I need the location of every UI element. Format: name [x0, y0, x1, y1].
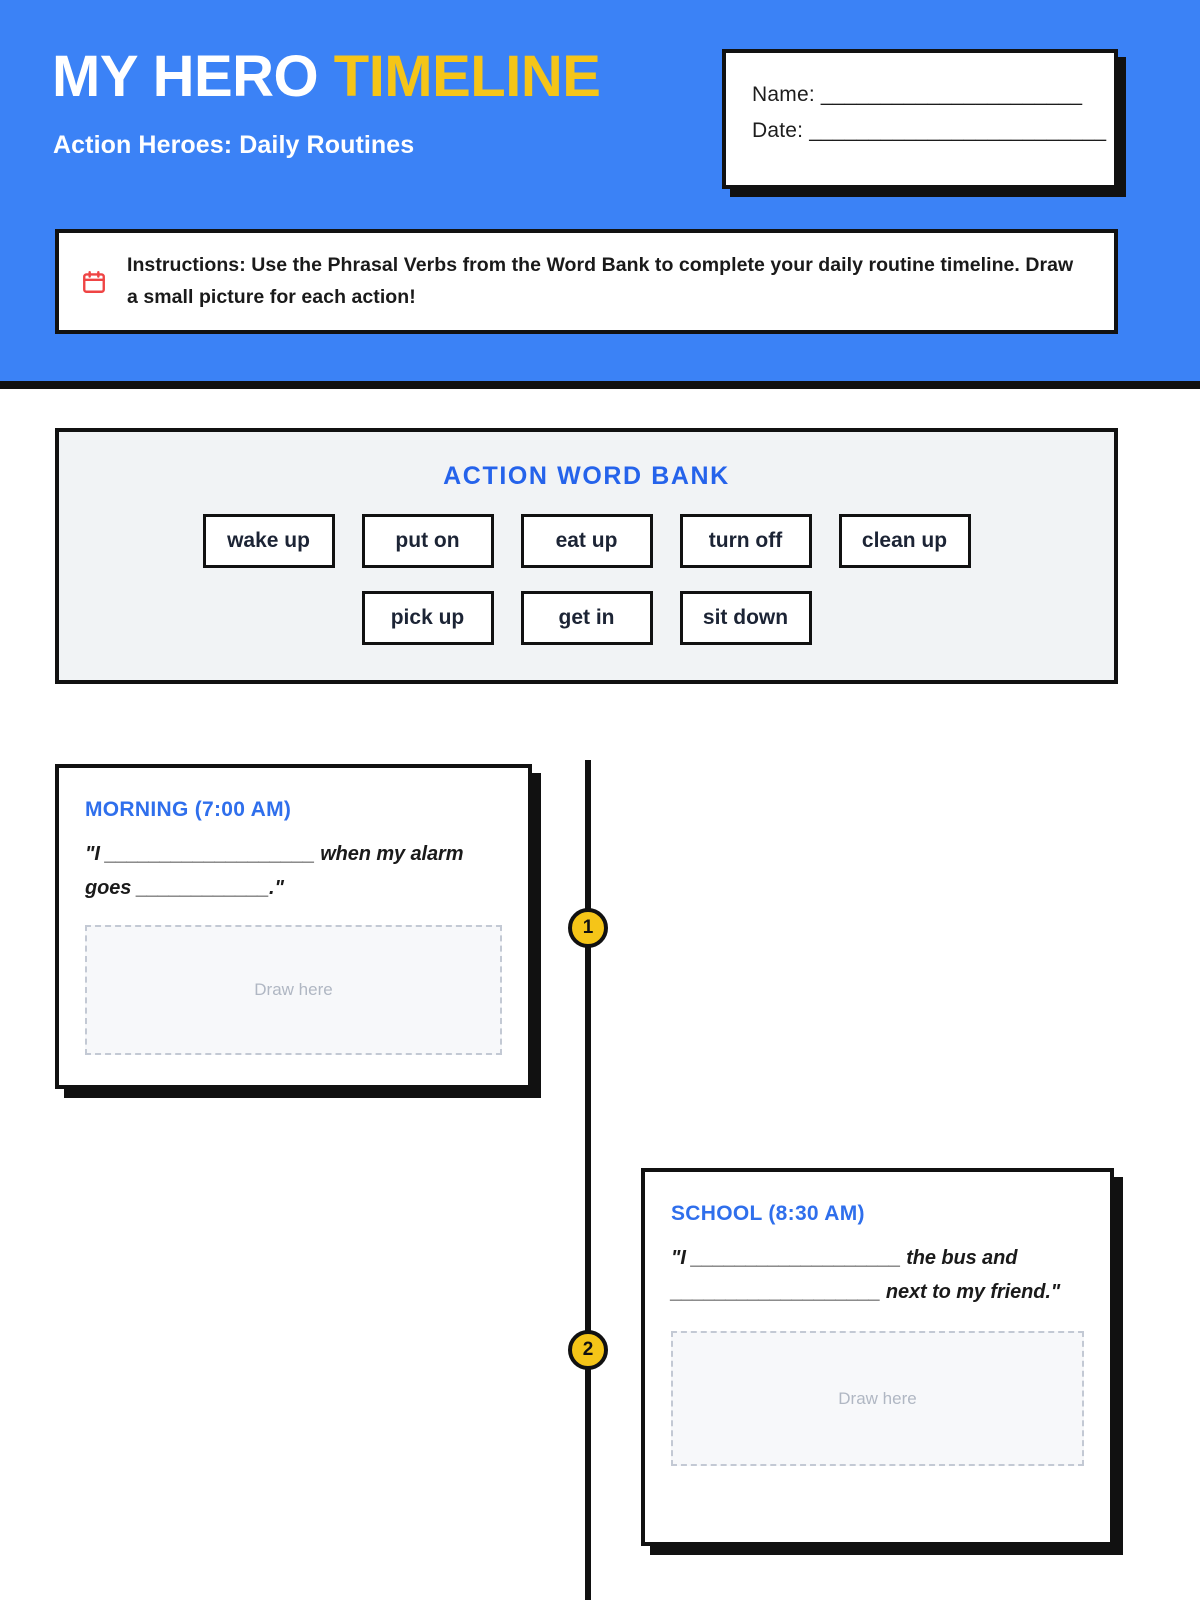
page-subtitle: Action Heroes: Daily Routines	[53, 131, 415, 159]
word-chip[interactable]: eat up	[520, 514, 653, 568]
word-chip[interactable]: sit down	[679, 591, 812, 645]
page-header: MY HERO TIMELINE Action Heroes: Daily Ro…	[0, 0, 1200, 389]
word-bank-title: ACTION WORD BANK	[443, 462, 730, 490]
word-chip[interactable]: clean up	[838, 514, 971, 568]
word-bank-chip-rows: wake up put on eat up turn off clean up …	[59, 514, 1114, 645]
calendar-icon	[83, 270, 105, 293]
draw-area-placeholder: Draw here	[254, 980, 333, 1000]
timeline-marker-1: 1	[568, 908, 608, 948]
word-chip[interactable]: turn off	[679, 514, 812, 568]
instructions-text: Instructions: Use the Phrasal Verbs from…	[127, 253, 1074, 308]
draw-area-placeholder: Draw here	[838, 1388, 917, 1408]
timeline-marker-2: 2	[568, 1330, 608, 1370]
card-title: MORNING (7:00 AM)	[85, 798, 292, 821]
word-chip[interactable]: pick up	[361, 591, 494, 645]
word-chip[interactable]: get in	[520, 591, 653, 645]
timeline-card-morning: MORNING (7:00 AM) "I ___________________…	[55, 764, 541, 1098]
word-bank-panel: ACTION WORD BANK wake up put on eat up t…	[55, 428, 1118, 684]
draw-area[interactable]: Draw here	[85, 925, 502, 1056]
word-chip[interactable]: wake up	[202, 514, 335, 568]
date-field[interactable]: Date: _________________________	[752, 119, 1107, 142]
card-sentence[interactable]: "I ___________________ the bus and _____…	[671, 1247, 1061, 1303]
word-bank-row: pick up get in sit down	[59, 591, 1114, 645]
timeline-card-school: SCHOOL (8:30 AM) "I ___________________ …	[641, 1168, 1123, 1555]
instructions-panel: Instructions: Use the Phrasal Verbs from…	[55, 229, 1118, 334]
student-info-box: Name: ______________________ Date: _____…	[722, 49, 1126, 197]
timeline-spine	[585, 760, 591, 1600]
page-title-primary: MY HERO	[52, 44, 334, 109]
page-title: MY HERO TIMELINE	[52, 44, 601, 109]
card-sentence[interactable]: "I ___________________ when my alarm goe…	[85, 843, 464, 899]
word-chip[interactable]: put on	[361, 514, 494, 568]
draw-area[interactable]: Draw here	[671, 1331, 1084, 1467]
card-title: SCHOOL (8:30 AM)	[671, 1202, 865, 1225]
page-title-accent: TIMELINE	[333, 44, 601, 109]
card-body: SCHOOL (8:30 AM) "I ___________________ …	[641, 1168, 1114, 1546]
card-body: MORNING (7:00 AM) "I ___________________…	[55, 764, 532, 1089]
student-info-box-body: Name: ______________________ Date: _____…	[722, 49, 1118, 189]
name-field[interactable]: Name: ______________________	[752, 83, 1083, 106]
word-bank-row: wake up put on eat up turn off clean up	[59, 514, 1114, 568]
